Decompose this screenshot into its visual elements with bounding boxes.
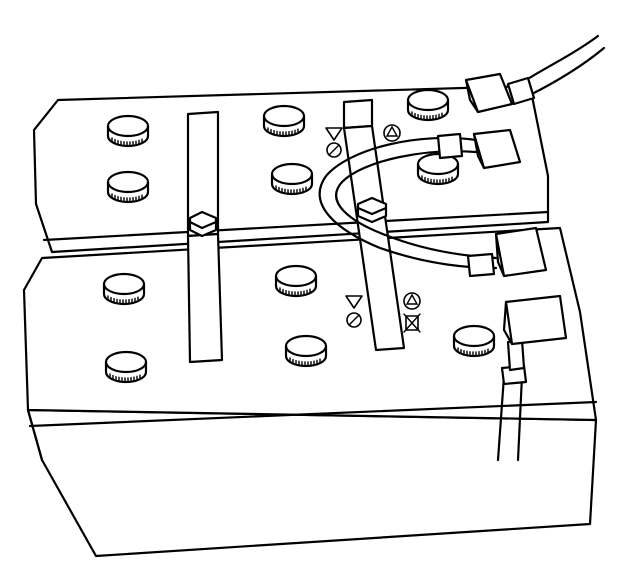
rear-filler-cap-4 [270, 162, 314, 196]
front-hold-down-bar-left [186, 232, 224, 364]
rear-warning-label [325, 124, 401, 158]
crossed-bin-icon [403, 313, 421, 333]
rear-main-lead-cable [518, 34, 600, 86]
triangle-down-icon [325, 127, 343, 141]
rear-battery [32, 34, 606, 254]
rear-filler-cap-1 [106, 114, 150, 148]
rear-hold-down-bar-center [342, 98, 374, 130]
rear-terminal-clamp [464, 72, 514, 114]
rear-battery-seam [42, 210, 550, 242]
rear-filler-cap-5 [406, 88, 450, 122]
hold-down-bolt-center [356, 196, 388, 224]
front-terminal-clamp [504, 294, 568, 346]
recycle-icon [403, 292, 421, 310]
jumper-clamp-front [494, 226, 548, 278]
jumper-cable [318, 132, 498, 278]
front-filler-cap-5 [452, 324, 496, 358]
front-filler-cap-3 [274, 264, 318, 298]
front-warning-label [345, 292, 421, 333]
rear-filler-cap-2 [106, 170, 150, 204]
front-battery [22, 124, 598, 558]
front-battery-edge [26, 408, 44, 462]
front-main-lead [496, 294, 568, 462]
hold-down-bolt-left [188, 210, 218, 238]
recycle-icon [383, 124, 401, 142]
front-hold-down-bar-center [342, 124, 406, 352]
rear-main-lead-cable-b [526, 46, 606, 98]
front-main-lead-cable [496, 374, 506, 462]
front-filler-cap-4 [284, 334, 328, 368]
jumper-clamp-rear [472, 128, 522, 170]
front-battery-caps [102, 264, 496, 384]
rear-filler-cap-3 [262, 104, 306, 138]
front-main-lead-cable-b [516, 374, 524, 462]
rear-main-lead [464, 34, 606, 114]
triangle-down-icon [345, 295, 363, 309]
front-battery-top-face [22, 226, 598, 422]
front-filler-cap-2 [104, 350, 148, 384]
rear-filler-cap-6 [416, 152, 460, 186]
rear-battery-caps [106, 88, 460, 204]
front-battery-face [26, 408, 598, 558]
front-filler-cap-1 [102, 272, 146, 306]
